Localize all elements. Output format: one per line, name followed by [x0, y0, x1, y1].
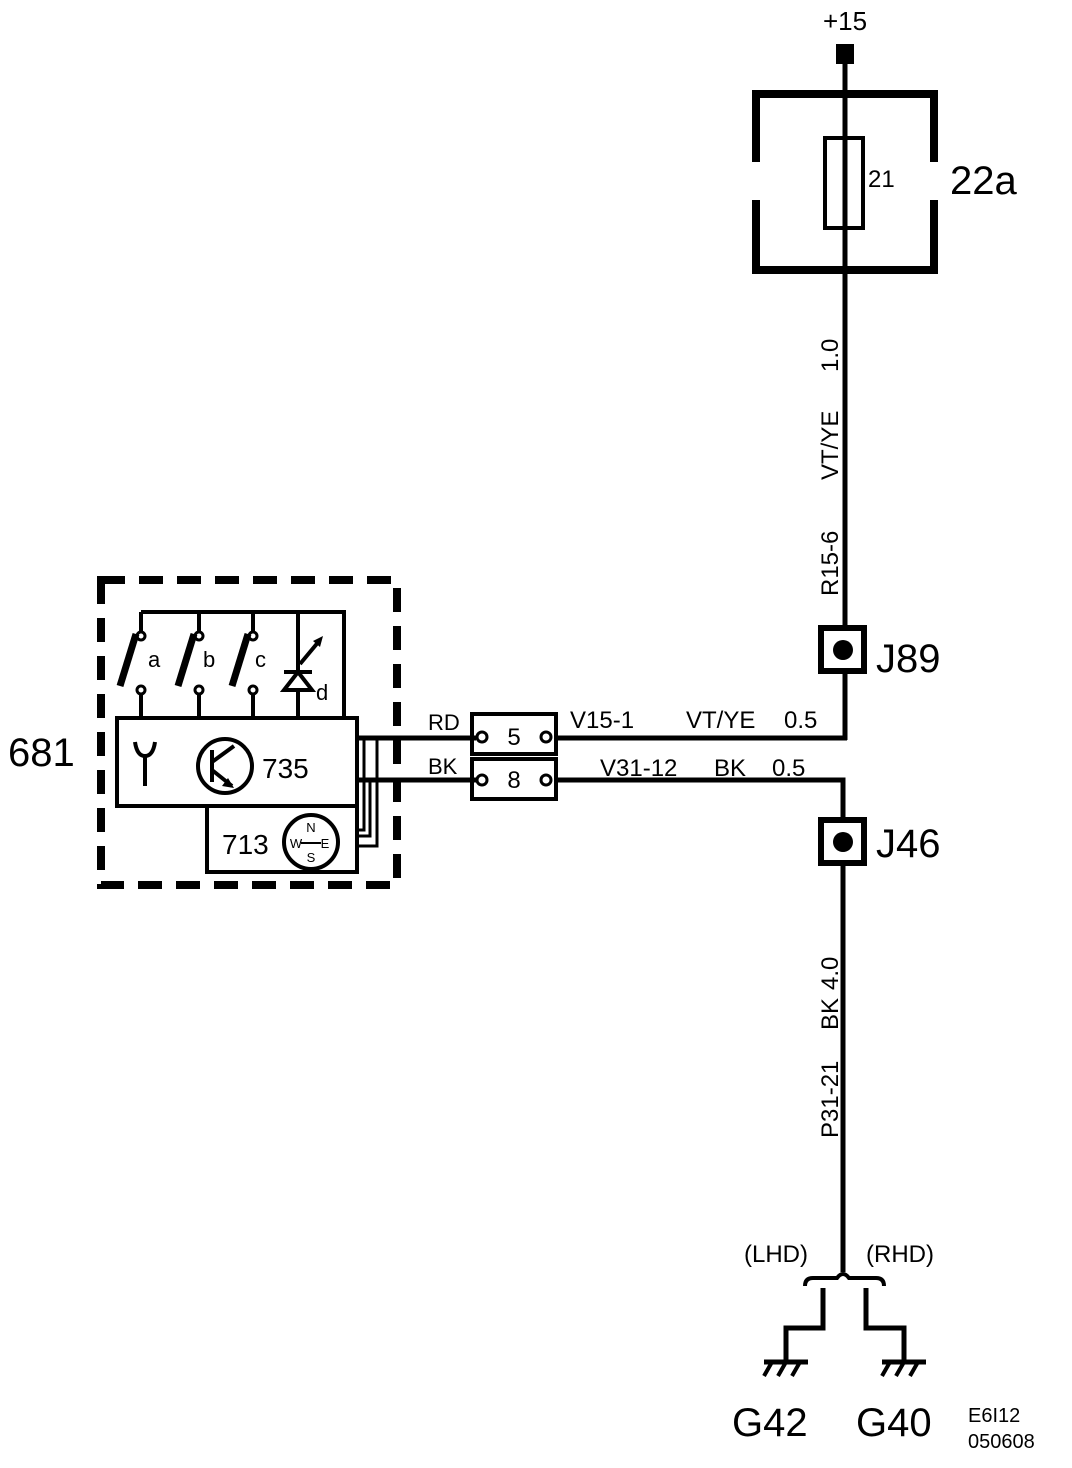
supply-terminal: [836, 44, 854, 64]
wire-v15-1-size: 0.5: [784, 707, 817, 734]
connector-j89-label: J89: [876, 637, 941, 681]
wire-bk-label: BK: [428, 754, 458, 779]
compass-feed-wires: [357, 738, 379, 848]
drawing-code: E6I12: [968, 1405, 1020, 1427]
ground-g40-label: G40: [856, 1401, 932, 1445]
switch-d-label: d: [316, 680, 328, 705]
switch-b-label: b: [203, 647, 215, 672]
wire-v15-1-color: VT/YE: [686, 707, 755, 734]
indicator-led-d: [279, 612, 323, 718]
wire-p31-21-color: BK: [817, 998, 844, 1030]
switch-a-label: a: [148, 647, 161, 672]
switch-c-label: c: [255, 647, 266, 672]
supply-label: +15: [823, 6, 867, 36]
plug-connector: [470, 712, 558, 801]
connector-j46-dot: [833, 832, 853, 852]
drawing-date: 050608: [968, 1431, 1035, 1453]
module-id: 681: [8, 731, 75, 775]
wire-v31-12-size: 0.5: [772, 755, 805, 782]
ground-g42-symbol: [762, 1359, 808, 1377]
ground-g40-wire: [863, 1288, 907, 1362]
connector-j89-dot: [833, 640, 853, 660]
variant-rhd-label: (RHD): [866, 1241, 934, 1268]
wire-v31-12: [553, 777, 846, 830]
compass-id: 713: [222, 829, 269, 860]
switch-c: [228, 612, 259, 718]
wire-v31-12-circuit: V31-12: [600, 755, 677, 782]
switch-a: [116, 612, 147, 718]
compass-letter-n: N: [306, 820, 315, 835]
module-switch-bus: [141, 610, 346, 718]
ground-g40-symbol: [880, 1359, 926, 1377]
variant-lhd-label: (LHD): [744, 1241, 808, 1268]
wire-v31-12-color: BK: [714, 755, 746, 782]
compass-letter-e: E: [321, 836, 330, 851]
wire-r15-6-size: 1.0: [817, 339, 844, 372]
connector-j89: [818, 625, 867, 674]
wire-p31-21-labels: P31-21 BK 4.0: [817, 957, 844, 1138]
module-boundary: [97, 576, 401, 889]
wire-rd-label: RD: [428, 710, 460, 735]
wire-p31-21-circuit: P31-21: [817, 1061, 844, 1138]
wire-p31-21-size: 4.0: [817, 957, 844, 990]
ground-g42-wire: [783, 1288, 826, 1362]
wire-r15-6-color: VT/YE: [817, 411, 844, 480]
wire-r15-6-circuit: R15-6: [817, 531, 844, 596]
wire-v15-1-circuit: V15-1: [570, 707, 634, 734]
antenna-icon: [133, 741, 157, 786]
transmitter-id: 735: [262, 753, 309, 784]
plug-pin-5: 5: [507, 724, 520, 751]
ground-split-bus: [803, 1272, 886, 1287]
switch-b: [174, 612, 205, 718]
ground-g42-label: G42: [732, 1401, 808, 1445]
plug-pin-8: 8: [507, 767, 520, 794]
connector-j46-label: J46: [876, 822, 941, 866]
wire-r15-6-labels: R15-6 VT/YE 1.0: [817, 339, 844, 596]
fuse-box-id: 22a: [950, 159, 1017, 203]
compass-letter-w: W: [290, 836, 303, 851]
fuse-number: 21: [868, 166, 895, 193]
transistor-icon: [196, 737, 254, 795]
compass-letter-s: S: [307, 850, 316, 865]
